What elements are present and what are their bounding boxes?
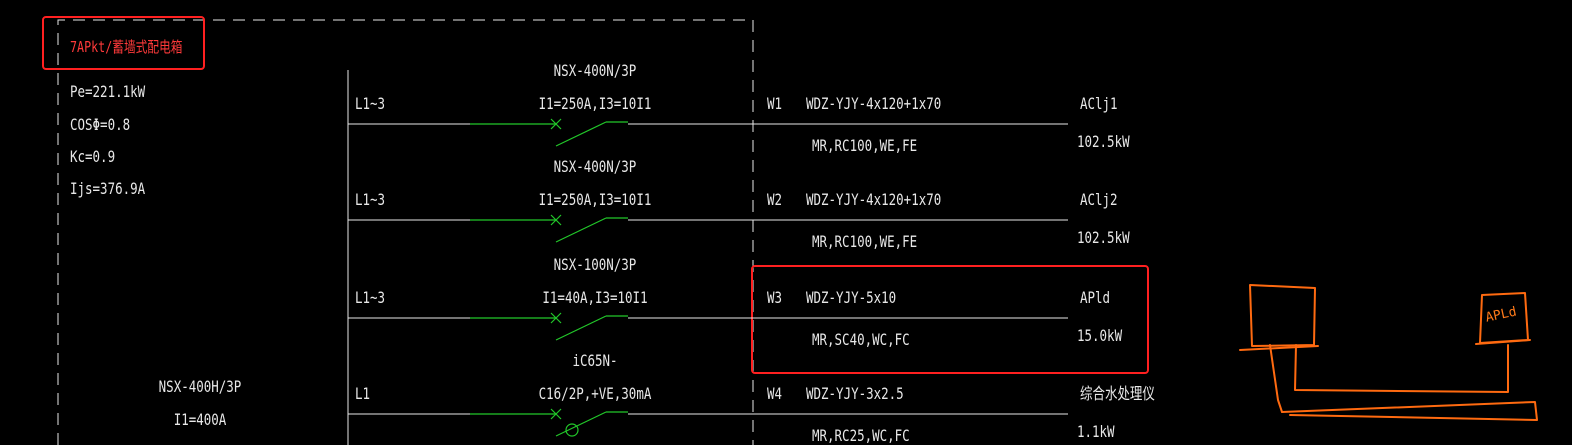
load-name: APld: [1080, 288, 1111, 307]
breaker-cross: [550, 118, 562, 130]
rcd-circle: [565, 423, 579, 437]
circuit-id: W1: [767, 94, 783, 113]
breaker-blade: [555, 121, 607, 147]
laying-method: MR,RC100,WE,FE: [812, 136, 918, 155]
load-name: 综合水处理仪: [1080, 384, 1155, 403]
circuit-phase: L1~3: [355, 94, 386, 113]
breaker-model: NSX-100N/3P: [553, 255, 637, 274]
breaker-blade: [555, 411, 607, 437]
breaker-setting: I1=250A,I3=10I1: [538, 190, 652, 209]
breaker-model: iC65N-: [572, 351, 618, 370]
breaker-blade: [555, 217, 607, 243]
circuit-phase: L1~3: [355, 288, 386, 307]
circuit-id: W4: [767, 384, 783, 403]
param-kc: Kc=0.9: [70, 147, 116, 166]
breaker-cross: [550, 408, 562, 420]
breaker-cross: [550, 214, 562, 226]
breaker-setting: I1=250A,I3=10I1: [538, 94, 652, 113]
circuit-w3-highlight-box: [751, 265, 1149, 374]
load-power: 15.0kW: [1077, 326, 1123, 345]
panel-title: 7APkt/蓄墙式配电箱: [70, 38, 183, 56]
param-cos: COSΦ=0.8: [70, 115, 131, 134]
param-ijs: Ijs=376.9A: [70, 179, 146, 198]
laying-method: MR,RC25,WC,FC: [812, 426, 910, 445]
breaker-model: NSX-400N/3P: [553, 61, 637, 80]
circuit-phase: L1: [355, 384, 371, 403]
circuit-id: W3: [767, 288, 783, 307]
laying-method: MR,SC40,WC,FC: [812, 330, 910, 349]
title-highlight-box: [42, 16, 205, 70]
breaker-setting: I1=40A,I3=10I1: [542, 288, 648, 307]
hand-sketch: [1239, 284, 1538, 421]
circuit-phase: L1~3: [355, 190, 386, 209]
breaker-cross: [550, 312, 562, 324]
param-pe: Pe=221.1kW: [70, 82, 146, 101]
main-breaker-setting: I1=400A: [173, 410, 227, 429]
cable-spec: WDZ-YJY-4x120+1x70: [806, 190, 942, 209]
cable-spec: WDZ-YJY-5x10: [806, 288, 897, 307]
laying-method: MR,RC100,WE,FE: [812, 232, 918, 251]
circuit-id: W2: [767, 190, 783, 209]
load-name: AClj1: [1080, 94, 1118, 113]
load-power: 102.5kW: [1077, 228, 1130, 247]
load-name: AClj2: [1080, 190, 1118, 209]
main-breaker-model: NSX-400H/3P: [158, 377, 242, 396]
cable-spec: WDZ-YJY-3x2.5: [806, 384, 904, 403]
load-power: 1.1kW: [1077, 422, 1115, 441]
breaker-setting: C16/2P,+VE,30mA: [538, 384, 652, 403]
load-power: 102.5kW: [1077, 132, 1130, 151]
breaker-blade: [555, 315, 607, 341]
cable-spec: WDZ-YJY-4x120+1x70: [806, 94, 942, 113]
breaker-model: NSX-400N/3P: [553, 157, 637, 176]
